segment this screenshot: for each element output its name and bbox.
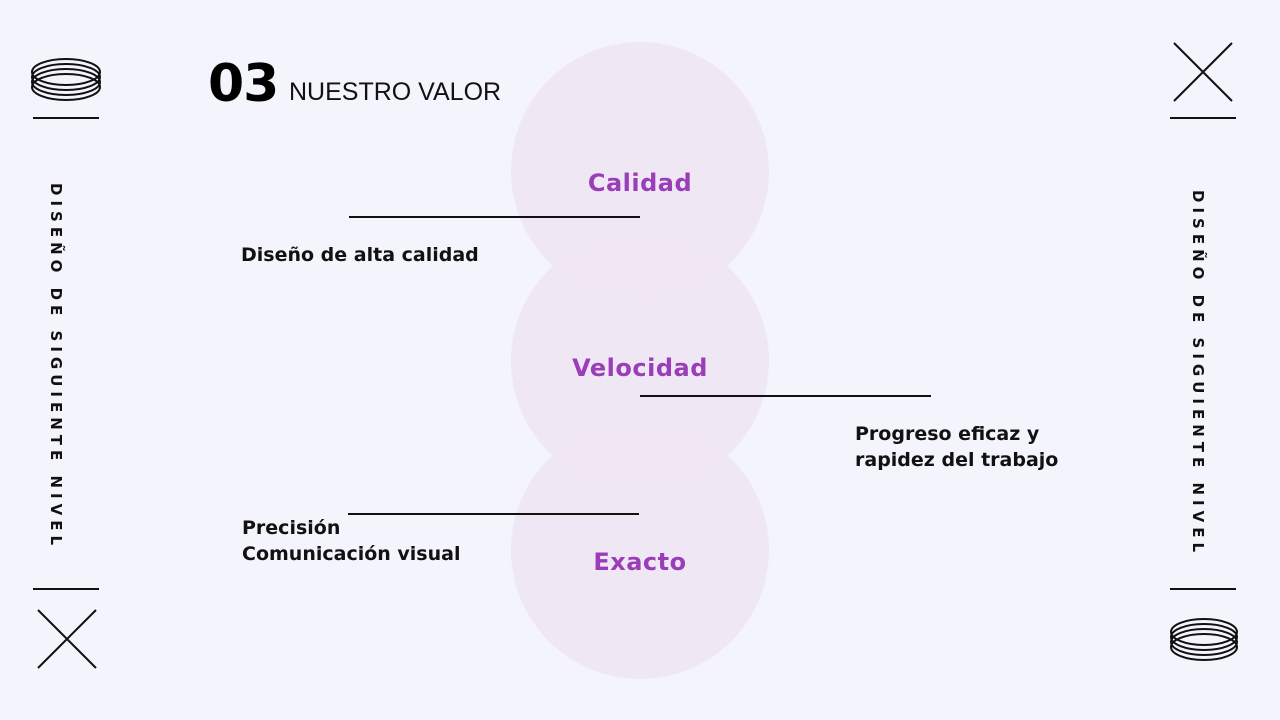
rings-icon [1170, 618, 1238, 661]
divider-bottom-right [1170, 588, 1236, 590]
divider-top-left [33, 117, 99, 119]
description-line: Comunicación visual [242, 543, 461, 565]
description-line: Precisión [242, 517, 341, 539]
connector-line-velocidad [640, 395, 931, 397]
value-label-exacto: Exacto [593, 548, 687, 576]
connector-line-exacto [348, 513, 639, 515]
description-line: Diseño de alta calidad [241, 244, 479, 266]
section-number: 03 [208, 54, 279, 114]
description-line: rapidez del trabajo [855, 449, 1059, 471]
value-label-velocidad: Velocidad [572, 354, 708, 382]
cross-icon [1173, 42, 1233, 102]
page-title: NUESTRO VALOR [289, 78, 502, 106]
divider-top-right [1170, 117, 1236, 119]
cross-icon [37, 609, 97, 669]
description-line: Progreso eficaz y [855, 423, 1040, 445]
value-label-calidad: Calidad [587, 169, 693, 197]
divider-bottom-left [33, 588, 99, 590]
side-text-left: DISEÑO DE SIGUIENTE NIVEL [47, 183, 65, 551]
connector-line-calidad [349, 216, 640, 218]
value-description-calidad: Diseño de alta calidad [241, 242, 479, 268]
rings-icon [31, 58, 101, 101]
value-description-exacto: Precisión Comunicación visual [242, 515, 460, 567]
decorative-circle-bottom [511, 421, 769, 679]
side-text-right: DISEÑO DE SIGUIENTE NIVEL [1189, 190, 1207, 558]
value-description-velocidad: Progreso eficaz y rapidez del trabajo [855, 421, 1058, 473]
